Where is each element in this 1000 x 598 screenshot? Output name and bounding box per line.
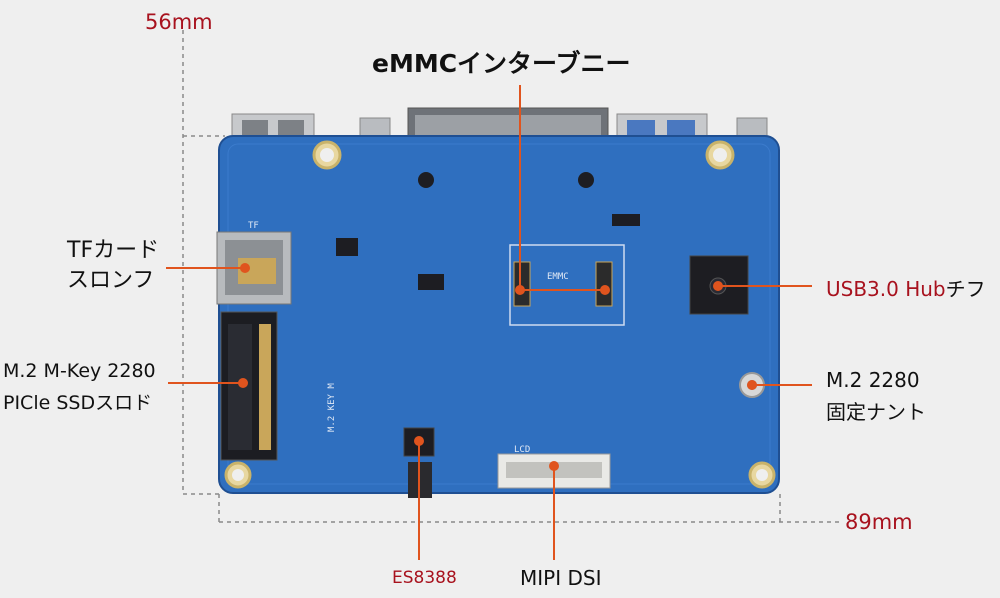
m2-slot-label-line2: PICle SSDスロド: [3, 392, 153, 414]
dimension-width-label: 56mm: [145, 10, 213, 34]
tf-card-label-line1: TFカード: [67, 238, 160, 263]
usb-hub-label-red: USB3.0 Hub: [826, 277, 946, 301]
dimension-length-label: 89mm: [845, 510, 913, 534]
callout-lines: [166, 85, 812, 560]
tf-card-label-line2: スロンフ: [67, 268, 155, 293]
emmc-interface-label: eMMCインターブニー: [372, 49, 631, 78]
m2-nut-label-line1: M.2 2280: [826, 368, 920, 392]
dimension-lines: [182, 30, 840, 523]
silk-lcd: LCD: [514, 445, 530, 455]
m2-slot-label-line1: M.2 M-Key 2280: [3, 360, 156, 382]
es8388-label: ES8388: [392, 568, 457, 588]
usb-hub-label-black: チフ: [945, 277, 986, 301]
silk-tf: TF: [248, 221, 259, 231]
m2-slot: [220, 311, 278, 461]
misc-chips: [336, 172, 640, 290]
silk-emmc: EMMC: [547, 272, 569, 282]
emmc-interface: [509, 244, 625, 326]
callout-dots: [238, 263, 757, 471]
usb-hub-label: USB3.0 Hubチフ: [826, 273, 986, 302]
mipi-dsi-label: MIPI DSI: [520, 566, 602, 590]
mounting-holes: [224, 140, 776, 489]
m2-nut-label-line2: 固定ナント: [826, 400, 926, 424]
silk-m2key: M.2 KEY M: [327, 383, 337, 432]
